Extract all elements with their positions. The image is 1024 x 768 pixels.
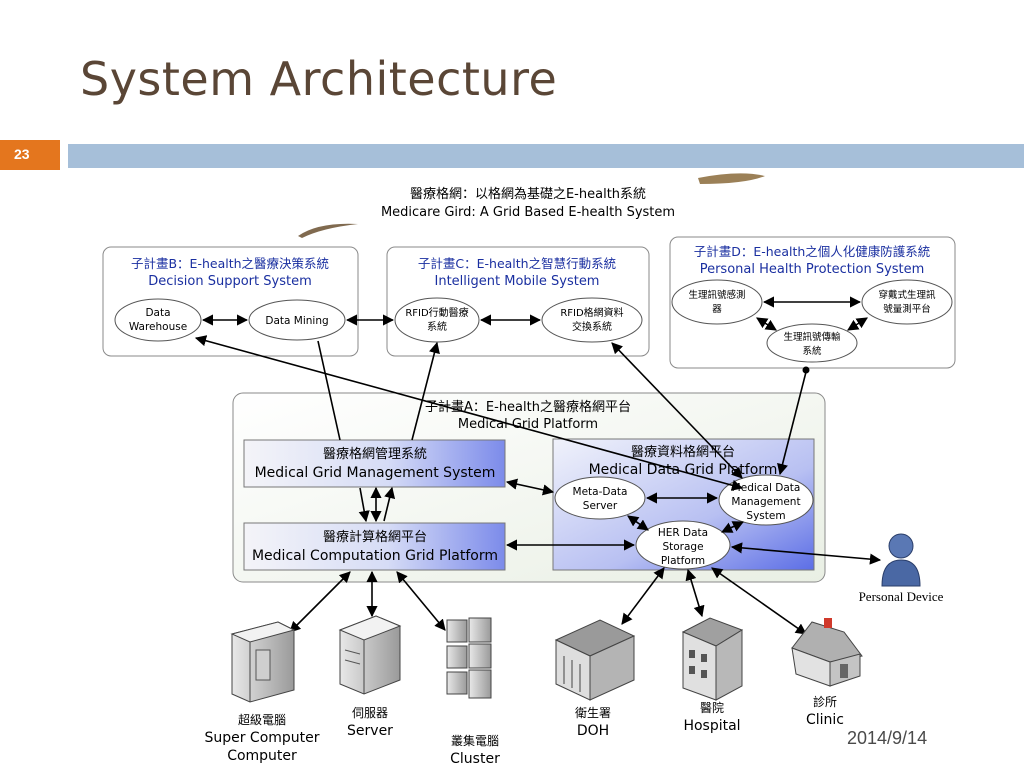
svg-text:系統: 系統 bbox=[427, 320, 447, 333]
diagram-title-en: Medicare Gird: A Grid Based E-health Sys… bbox=[381, 205, 675, 220]
signal-transmission-node bbox=[766, 323, 858, 363]
device-label-en-extra: Computer bbox=[227, 748, 297, 764]
subproject-a-title-zh: 子計畫A：E-health之醫療格網平台 bbox=[425, 399, 631, 415]
data-grid-zh: 醫療資料格網平台 bbox=[631, 444, 735, 460]
server-icon bbox=[338, 615, 402, 695]
person-icon bbox=[881, 533, 921, 587]
svg-text:Storage: Storage bbox=[662, 541, 703, 553]
meta-data-server-label: Meta-Data bbox=[573, 486, 628, 498]
subproject-b-title-zh: 子計畫B：E-health之醫療決策系統 bbox=[131, 256, 329, 271]
management-en: Medical Grid Management System bbox=[255, 465, 496, 481]
device-label-zh: 衛生署 bbox=[575, 706, 611, 720]
subproject-b-title-en: Decision Support System bbox=[148, 274, 311, 289]
device-label-zh: 超級電腦 bbox=[238, 712, 286, 727]
subproject-c-title-zh: 子計畫C：E-health之智慧行動系統 bbox=[418, 256, 616, 271]
slide-header-bar bbox=[68, 144, 1024, 168]
data-grid-en: Medical Data Grid Platform bbox=[589, 462, 778, 478]
medical-data-management-label: Medical Data bbox=[732, 482, 801, 494]
super-computer-icon bbox=[230, 621, 296, 703]
device-label-zh: 伺服器 bbox=[352, 706, 388, 720]
slide-number: 23 bbox=[14, 146, 30, 162]
svg-text:Platform: Platform bbox=[661, 555, 705, 567]
hospital-icon bbox=[681, 617, 744, 701]
device-label-zh: 醫院 bbox=[700, 701, 724, 715]
slide-date: 2014/9/14 bbox=[847, 728, 928, 748]
cluster-icon bbox=[446, 617, 492, 699]
connector-lines bbox=[194, 296, 882, 635]
data-warehouse-label: Data bbox=[145, 307, 170, 319]
connector-dot bbox=[802, 366, 810, 374]
svg-text:Server: Server bbox=[583, 500, 618, 512]
device-label-en: DOH bbox=[577, 723, 609, 739]
svg-text:System: System bbox=[746, 510, 785, 522]
device-label-zh: 診所 bbox=[813, 694, 837, 709]
svg-text:器: 器 bbox=[712, 304, 722, 315]
personal-device-label: Personal Device bbox=[859, 589, 944, 604]
government-building-icon bbox=[554, 619, 636, 701]
computation-en: Medical Computation Grid Platform bbox=[252, 548, 498, 564]
device-label-en: Super Computer bbox=[204, 730, 319, 746]
signal-transmission-label: 生理訊號傳輸 bbox=[783, 331, 841, 343]
svg-text:號量測平台: 號量測平台 bbox=[883, 303, 931, 315]
subproject-d-title-en: Personal Health Protection System bbox=[700, 262, 925, 277]
data-mining-label: Data Mining bbox=[265, 315, 328, 327]
device-label-zh: 叢集電腦 bbox=[451, 733, 499, 748]
subproject-d-title-zh: 子計畫D：E-health之個人化健康防護系統 bbox=[694, 244, 931, 259]
computation-platform-box bbox=[243, 522, 506, 571]
rfid-mobile-node bbox=[394, 297, 480, 343]
her-storage-node bbox=[635, 520, 731, 570]
her-storage-label: HER Data bbox=[658, 527, 708, 539]
data-warehouse-node bbox=[114, 298, 202, 342]
svg-text:交換系統: 交換系統 bbox=[572, 320, 612, 333]
swoosh-decoration-right bbox=[698, 173, 765, 184]
sensor-node bbox=[671, 279, 763, 325]
management-zh: 醫療格網管理系統 bbox=[323, 446, 427, 462]
svg-text:Management: Management bbox=[731, 496, 800, 508]
svg-text:系統: 系統 bbox=[802, 345, 822, 357]
slide-number-badge: 23 bbox=[0, 140, 60, 170]
device-label-en: Clinic bbox=[806, 712, 844, 728]
device-label-en: Hospital bbox=[683, 718, 740, 734]
device-label-en: Server bbox=[347, 723, 393, 739]
meta-data-server-node bbox=[554, 476, 646, 520]
subproject-c-title-en: Intelligent Mobile System bbox=[435, 274, 600, 289]
computation-zh: 醫療計算格網平台 bbox=[323, 529, 427, 545]
svg-text:Warehouse: Warehouse bbox=[129, 321, 187, 333]
rfid-exchange-node bbox=[541, 297, 643, 343]
device-label-en: Cluster bbox=[450, 751, 500, 767]
swoosh-decoration-left bbox=[298, 223, 358, 238]
clinic-icon bbox=[791, 618, 863, 687]
rfid-mobile-label: RFID行動醫療 bbox=[405, 306, 468, 319]
wearable-platform-node bbox=[861, 279, 953, 325]
rfid-exchange-label: RFID格網資料 bbox=[560, 306, 623, 319]
sensor-label: 生理訊號感測 bbox=[688, 289, 745, 301]
wearable-platform-label: 穿戴式生理訊 bbox=[878, 289, 936, 301]
slide-title: System Architecture bbox=[80, 52, 558, 106]
diagram-title-zh: 醫療格網：以格網為基礎之E-health系統 bbox=[410, 186, 646, 202]
